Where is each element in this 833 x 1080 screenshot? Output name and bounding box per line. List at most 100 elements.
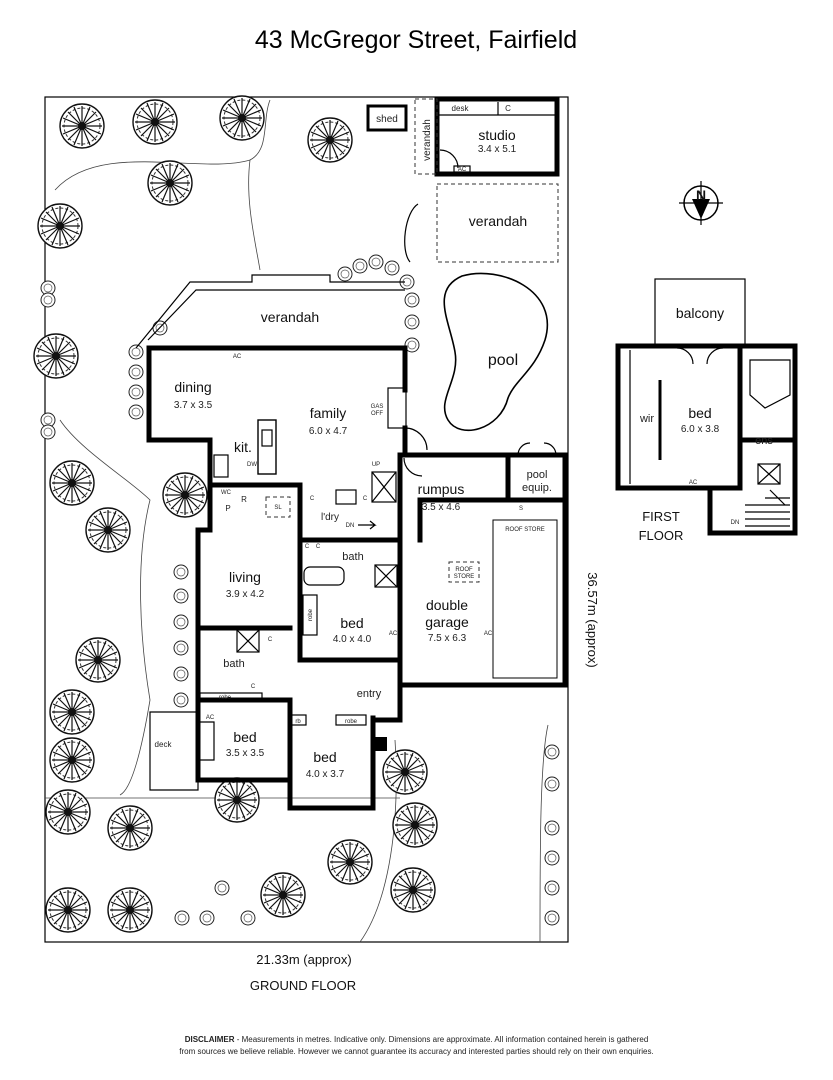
roof-store-small-a: ROOF xyxy=(455,567,473,573)
kitchen-label: kit. xyxy=(234,439,252,455)
living-name: living xyxy=(229,569,261,585)
bed-mid-robe-label: robe xyxy=(308,608,314,621)
ens-label: ens xyxy=(755,435,773,447)
bath-left-c2-label: C xyxy=(251,684,256,690)
gas-label: GAS xyxy=(371,404,384,410)
studio-ac-label: AC xyxy=(458,167,467,173)
family-dim: 6.0 x 4.7 xyxy=(309,426,348,437)
pool-label: pool xyxy=(488,352,518,369)
first-floor-dn-label: DN xyxy=(731,520,740,526)
property-boundary xyxy=(44,96,569,943)
garden-path xyxy=(539,724,549,943)
studio-name: studio xyxy=(478,127,516,143)
disclaimer-line-2: from sources we believe reliable. Howeve… xyxy=(179,1047,654,1056)
stairs-up-label: UP xyxy=(372,462,380,468)
plan-title: 43 McGregor Street, Fairfield xyxy=(255,26,577,54)
shed-label: shed xyxy=(376,114,398,125)
skylight-label: SL xyxy=(274,505,282,511)
garage-roof-store xyxy=(492,519,558,679)
roof-store-label: ROOF STORE xyxy=(505,527,545,533)
studio-door xyxy=(439,149,459,169)
wir-label: wir xyxy=(639,413,654,425)
garage-name-1: double xyxy=(426,597,468,613)
bed-left-robe-label: robe xyxy=(219,695,232,701)
cupboard-label-3: C xyxy=(305,544,310,550)
garage-dim: 7.5 x 6.3 xyxy=(428,633,467,644)
dining-ac-label: AC xyxy=(233,354,242,360)
main-verandah-outline xyxy=(135,274,405,349)
pool-equip-label-2: equip. xyxy=(522,482,552,494)
rumpus-dim: 3.5 x 4.6 xyxy=(422,502,461,513)
kitchen-island xyxy=(257,419,277,475)
laundry-dn-label: DN xyxy=(346,523,355,529)
garage-shelf-label: S xyxy=(519,506,523,512)
ensuite-bath xyxy=(749,359,791,409)
bed-mid-dim: 4.0 x 4.0 xyxy=(333,634,372,645)
bed-mid-name: bed xyxy=(340,615,363,631)
north-compass xyxy=(679,181,723,225)
first-bed-dim: 6.0 x 3.8 xyxy=(681,424,720,435)
side-verandah-label: verandah xyxy=(422,119,433,161)
first-floor-label-1: FIRST xyxy=(642,509,680,524)
pantry-label: P xyxy=(225,504,230,513)
bath-mid-label: bath xyxy=(342,551,363,563)
bed-front-robe-label: robe xyxy=(345,719,358,725)
laundry-label: l'dry xyxy=(321,512,339,523)
cupboard-label-4: C xyxy=(316,544,321,550)
dining-name: dining xyxy=(174,379,211,395)
deck-label: deck xyxy=(155,740,173,749)
disclaimer-bold: DISCLAIMER xyxy=(184,1035,235,1044)
dishwasher-label: DW xyxy=(247,462,257,468)
shed xyxy=(366,104,408,132)
pool-equip-label-1: pool xyxy=(527,469,548,481)
studio-desk-label: desk xyxy=(452,104,470,113)
compass-n-label: N xyxy=(696,187,706,203)
bed-left-name: bed xyxy=(233,729,256,745)
studio-dim: 3.4 x 5.1 xyxy=(478,144,517,155)
wc-label: WC xyxy=(221,490,232,496)
bed-front-rb-label: rb xyxy=(295,719,301,725)
bed-front-name: bed xyxy=(313,749,336,765)
rear-verandah xyxy=(436,183,559,263)
rear-verandah-label: verandah xyxy=(469,213,527,229)
disclaimer-line-1: - Measurements in metres. Indicative onl… xyxy=(234,1035,649,1044)
first-floor-ac-label: AC xyxy=(689,480,698,486)
first-bed-name: bed xyxy=(688,405,711,421)
cupboard-label-2: C xyxy=(363,496,368,502)
balcony-label: balcony xyxy=(676,305,724,321)
studio-cupboard-label: C xyxy=(505,104,511,113)
ground-floor-label: GROUND FLOOR xyxy=(250,978,356,993)
gas-off-label: OFF xyxy=(371,411,383,417)
entry-label: entry xyxy=(357,688,382,700)
roof-store-small-b: STORE xyxy=(454,574,475,580)
fridge-label: R xyxy=(241,495,247,504)
width-dimension: 21.33m (approx) xyxy=(256,952,351,967)
disclaimer: DISCLAIMER - Measurements in metres. Ind… xyxy=(0,1034,833,1058)
garage-ac-label: AC xyxy=(484,631,493,637)
garden-path xyxy=(54,99,271,191)
deck xyxy=(149,711,199,791)
depth-dimension: 36.57m (approx) xyxy=(585,572,600,667)
first-floor-label-2: FLOOR xyxy=(639,528,684,543)
garden-path xyxy=(59,419,151,796)
tree-cluster xyxy=(33,95,438,933)
side-verandah xyxy=(414,98,438,175)
stairs-first-floor xyxy=(745,489,790,527)
house-walls xyxy=(146,345,568,811)
garage-name-2: garage xyxy=(425,614,469,630)
bath-left-cupboard-label: C xyxy=(268,637,273,643)
cupboard-label-1: C xyxy=(310,496,315,502)
bath-left-label: bath xyxy=(223,658,244,670)
family-name: family xyxy=(310,405,347,421)
rumpus-name: rumpus xyxy=(418,481,465,497)
bed-front-dim: 4.0 x 3.7 xyxy=(306,769,345,780)
pool xyxy=(443,272,548,431)
first-floor-walls xyxy=(615,343,798,536)
main-verandah-label: verandah xyxy=(261,309,319,325)
bed-mid-ac-label: AC xyxy=(389,631,398,637)
living-dim: 3.9 x 4.2 xyxy=(226,589,265,600)
bed-left-dim: 3.5 x 3.5 xyxy=(226,748,265,759)
bed-left-ac-label: AC xyxy=(206,715,215,721)
dining-dim: 3.7 x 3.5 xyxy=(174,400,213,411)
